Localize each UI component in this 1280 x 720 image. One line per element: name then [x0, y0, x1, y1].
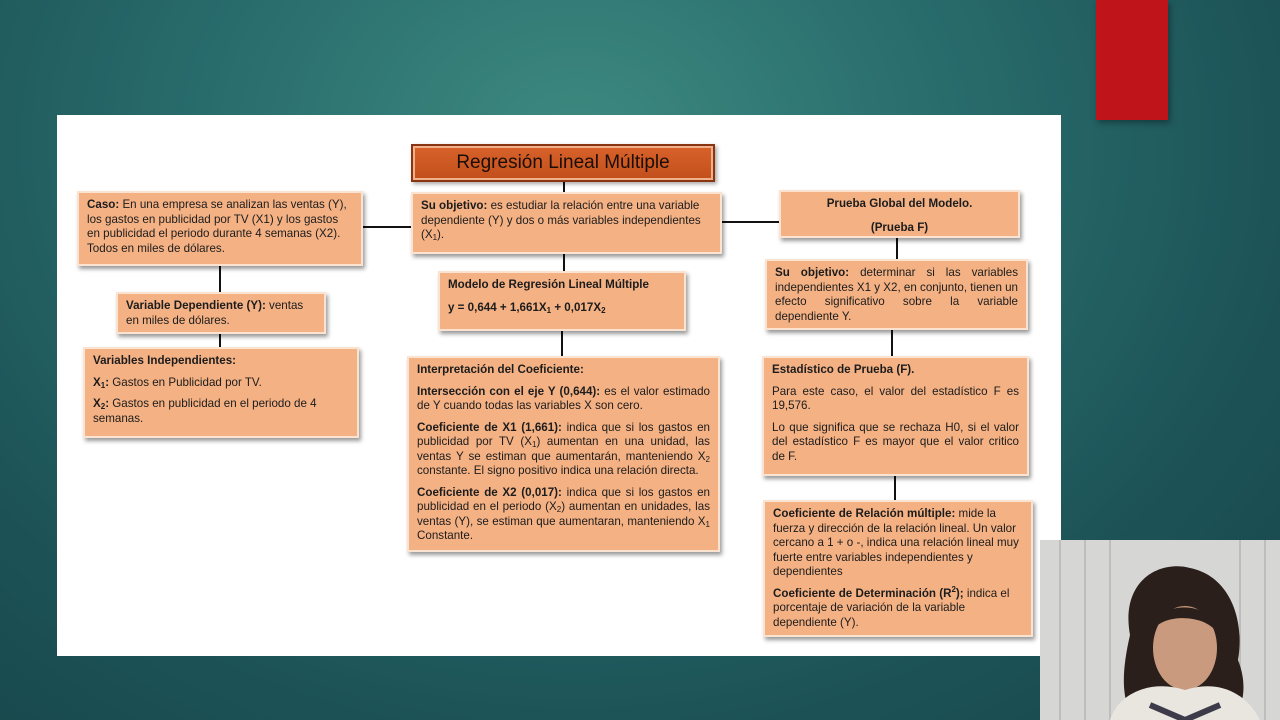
connector-objetivo-modelo — [563, 253, 565, 272]
connector-estadistico-coeficientes — [894, 476, 896, 500]
objetivo-f-box: Su objetivo: determinar si las variables… — [765, 259, 1028, 330]
prueba-global-box: Prueba Global del Modelo. (Prueba F) — [779, 190, 1020, 238]
prueba-global-subtitle: (Prueba F) — [870, 220, 929, 234]
objetivo-text: Su objetivo: es estudiar la relación ent… — [421, 199, 701, 242]
estadistico-conclusion-text: Lo que significa que se rechaza H0, si e… — [772, 420, 1019, 463]
modelo-box: Modelo de Regresión Lineal Múltiple y = … — [438, 271, 686, 331]
variable-dependiente-text: Variable Dependiente (Y): ventas en mile… — [126, 299, 316, 328]
estadistico-value-text: Para este caso, el valor del estadístico… — [772, 384, 1019, 413]
prueba-global-title: Prueba Global del Modelo. — [826, 197, 973, 210]
coef-relacion-paragraph: Coeficiente de Relación múltiple: mide l… — [773, 507, 1019, 578]
estadistico-label: Estadístico de Prueba (F). — [772, 363, 915, 376]
caso-box: Caso: En una empresa se analizan las ven… — [77, 191, 363, 266]
variable-dependiente-box: Variable Dependiente (Y): ventas en mile… — [116, 292, 326, 334]
coef-x1-paragraph: Coeficiente de X1 (1,661): indica que si… — [417, 420, 710, 478]
connector-objetivo-f-estadistico — [891, 330, 893, 357]
diagram-title: Regresión Lineal Múltiple — [411, 144, 715, 182]
red-accent-block — [1096, 0, 1168, 120]
coef-determinacion-paragraph: Coeficiente de Determinación (R2); indic… — [773, 584, 1010, 629]
estadistico-box: Estadístico de Prueba (F). Para este cas… — [762, 356, 1029, 476]
presenter-webcam — [1040, 540, 1280, 720]
variable-dependiente-description: ventas en miles de dólares. — [126, 299, 304, 327]
coeficientes-box: Coeficiente de Relación múltiple: mide l… — [763, 500, 1033, 637]
connector-caso-dependiente — [219, 266, 221, 292]
modelo-label: Modelo de Regresión Lineal Múltiple — [448, 278, 649, 291]
intercept-paragraph: Intersección con el eje Y (0,644): es el… — [417, 384, 711, 413]
connector-title-objetivo — [563, 180, 565, 192]
objetivo-f-text: Su objetivo: determinar si las variables… — [775, 266, 1019, 323]
objetivo-label: Su objetivo: — [421, 199, 488, 212]
objetivo-f-label: Su objetivo: — [775, 266, 850, 279]
variable-dependiente-label: Variable Dependiente (Y): — [126, 299, 266, 312]
connector-prueba-objetivo-f — [896, 237, 898, 259]
caso-description: En una empresa se analizan las ventas (Y… — [87, 198, 347, 255]
presenter-avatar-icon — [1040, 540, 1280, 720]
connector-dependiente-independientes — [219, 334, 221, 348]
x2-label: X2: — [93, 397, 110, 411]
variables-independientes-box: Variables Independientes: X1: Gastos en … — [83, 347, 359, 438]
connector-objetivo-prueba — [721, 221, 779, 223]
objetivo-box: Su objetivo: es estudiar la relación ent… — [411, 192, 722, 254]
variables-independientes-label: Variables Independientes: — [93, 354, 237, 367]
coef-x2-paragraph: Coeficiente de X2 (0,017): indica que si… — [417, 485, 710, 543]
connector-modelo-interpretacion — [561, 330, 563, 356]
interpretacion-box: Interpretación del Coeficiente: Intersec… — [407, 356, 720, 552]
modelo-equation: y = 0,644 + 1,661X1 + 0,017X2 — [448, 300, 606, 315]
diagram-title-text: Regresión Lineal Múltiple — [456, 152, 670, 173]
interpretacion-title: Interpretación del Coeficiente: — [417, 363, 584, 376]
connector-caso-objetivo — [362, 226, 412, 228]
x1-definition: X1: Gastos en Publicidad por TV. — [93, 375, 262, 390]
caso-label: Caso: — [87, 198, 120, 211]
caso-text: Caso: En una empresa se analizan las ven… — [87, 198, 353, 256]
x2-definition: X2: Gastos en publicidad en el periodo d… — [93, 397, 317, 425]
x1-label: X1: — [93, 375, 110, 390]
